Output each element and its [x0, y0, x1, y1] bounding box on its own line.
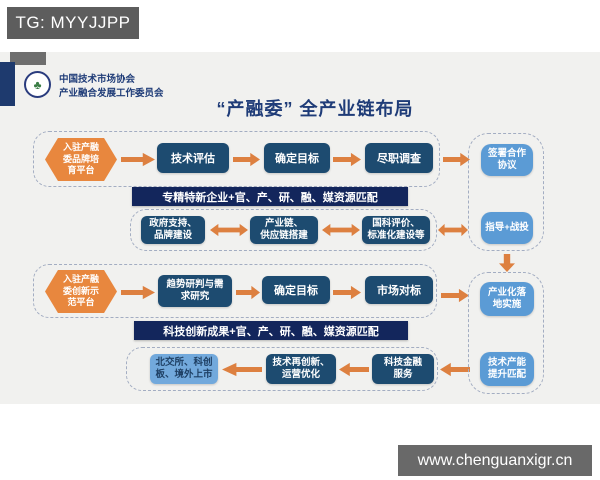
- row2-step-supply-chain: 产业链、 供应链搭建: [250, 216, 318, 244]
- right-box-sign-agreement: 签署合作 协议: [481, 144, 533, 176]
- org-name-line2: 产业融合发展工作委员会: [59, 87, 164, 99]
- row4-group: [126, 347, 438, 391]
- telegram-watermark-text: TG: MYYJJPP: [15, 13, 131, 32]
- corner-decoration-navy: [0, 62, 15, 106]
- row1-step-set-goal: 确定目标: [264, 143, 330, 173]
- org-name: 中国技术市场协会 产业融合发展工作委员会: [59, 73, 164, 101]
- row1-step-tech-eval: 技术评估: [157, 143, 229, 173]
- row4-step-listing: 北交所、科创 板、境外上市: [150, 354, 218, 384]
- org-logo-icon: ♣: [24, 71, 51, 98]
- corner-decoration-gray: [10, 52, 46, 65]
- row1-step-due-diligence: 尽职调查: [365, 143, 433, 173]
- website-watermark: www.chenguanxigr.cn: [398, 445, 592, 476]
- org-name-line1: 中国技术市场协会: [59, 74, 136, 85]
- row1-group: [33, 131, 440, 187]
- right-column-group-top: [468, 133, 544, 251]
- telegram-watermark: TG: MYYJJPP: [7, 7, 139, 39]
- page-title: “产融委” 全产业链布局: [216, 99, 414, 119]
- row3-step-market-benchmark: 市场对标: [365, 276, 433, 304]
- row3-step-set-goal: 确定目标: [262, 276, 330, 304]
- row4-step-fintech-service: 科技金融 服务: [372, 354, 434, 384]
- right-box-industrialization: 产业化落 地实施: [480, 282, 534, 316]
- right-box-capacity-matching: 技术产能 提升匹配: [480, 352, 534, 386]
- right-column-group-bottom: [468, 272, 544, 394]
- banner-tech-innovation: 科技创新成果+官、产、研、融、媒资源匹配: [134, 321, 408, 340]
- row1-entry-hexagon: 入驻产融 委品牌培 育平台: [45, 138, 117, 181]
- row2-step-gov-support: 政府支持、 品牌建设: [141, 216, 205, 244]
- row2-step-standards: 国科评价、 标准化建设等: [362, 216, 430, 244]
- right-box-guidance-investment: 指导+战投: [481, 212, 533, 244]
- row4-step-reinnovation: 技术再创新、 运营优化: [266, 354, 336, 384]
- row3-entry-hexagon: 入驻产融 委创新示 范平台: [45, 270, 117, 313]
- logo-emblem-icon: ♣: [33, 77, 42, 92]
- row3-step-trend-research: 趋势研判与需 求研究: [158, 275, 232, 307]
- row3-group: [33, 264, 437, 318]
- website-watermark-text: www.chenguanxigr.cn: [417, 451, 573, 469]
- row2-group: [130, 209, 437, 251]
- banner-specialized-enterprises: 专精特新企业+官、产、研、融、媒资源匹配: [132, 187, 408, 206]
